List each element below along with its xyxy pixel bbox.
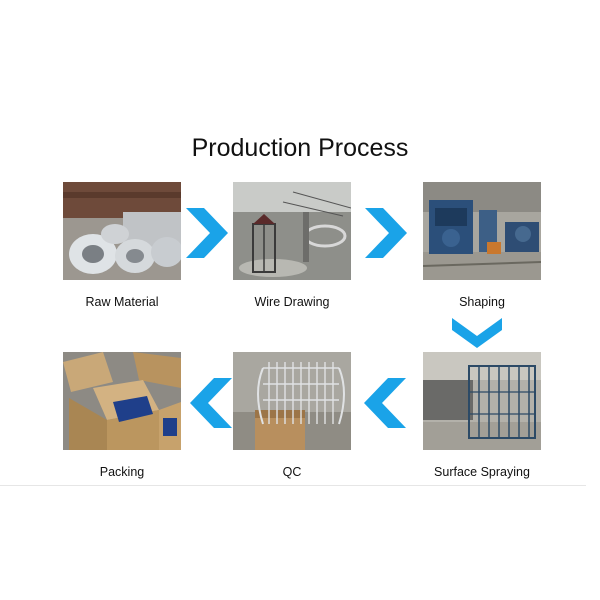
step-label: Packing bbox=[99, 465, 145, 479]
wire-drawing-photo bbox=[233, 182, 351, 280]
raw-material-photo bbox=[63, 182, 181, 280]
surface-spraying-photo bbox=[423, 352, 541, 450]
step-shaping: Shaping bbox=[417, 182, 547, 309]
chevron-down-icon bbox=[452, 318, 502, 348]
chevron-left-icon bbox=[190, 378, 232, 428]
chevron-right-icon bbox=[365, 208, 407, 258]
packing-photo bbox=[63, 352, 181, 450]
step-wire-drawing: Wire Drawing bbox=[227, 182, 357, 309]
chevron-left-icon bbox=[364, 378, 406, 428]
step-label: Wire Drawing bbox=[254, 295, 330, 309]
step-label: Raw Material bbox=[85, 295, 159, 309]
step-label: Surface Spraying bbox=[434, 465, 530, 479]
chevron-right-icon bbox=[186, 208, 228, 258]
step-label: Shaping bbox=[459, 295, 505, 309]
qc-photo bbox=[233, 352, 351, 450]
step-qc: QC bbox=[227, 352, 357, 479]
step-surface-spraying: Surface Spraying bbox=[417, 352, 547, 479]
step-label: QC bbox=[282, 465, 302, 479]
step-packing: Packing bbox=[57, 352, 187, 479]
shaping-photo bbox=[423, 182, 541, 280]
page-title: Production Process bbox=[191, 134, 409, 162]
divider bbox=[0, 485, 586, 486]
step-raw-material: Raw Material bbox=[57, 182, 187, 309]
